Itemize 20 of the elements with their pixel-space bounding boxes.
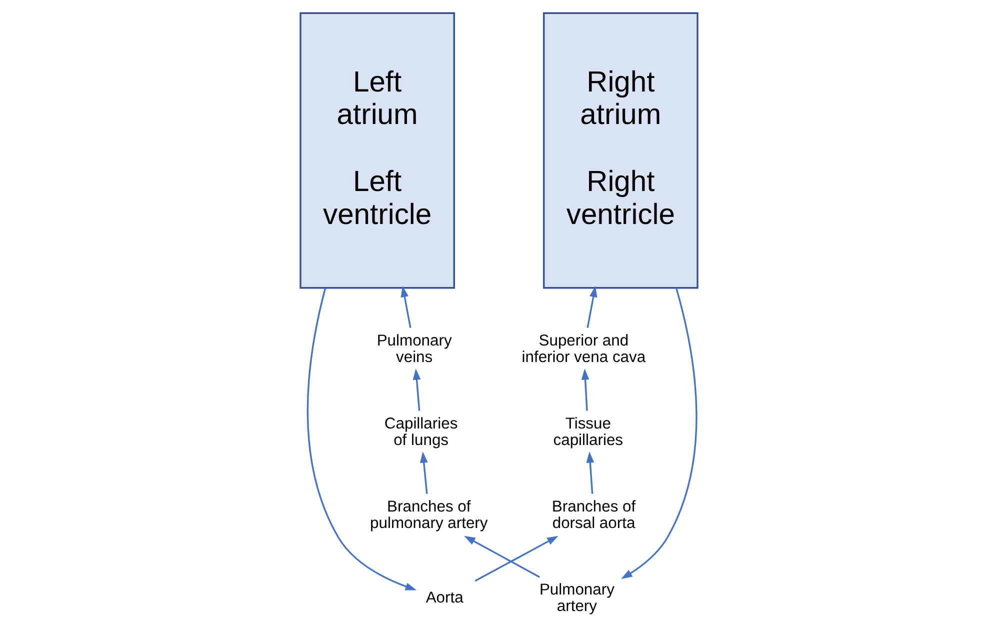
arrow bbox=[474, 536, 558, 582]
node-text: Branches of pulmonary artery bbox=[370, 498, 488, 532]
arrow bbox=[586, 286, 597, 328]
node-box: Right atrium Right ventricle bbox=[542, 12, 698, 289]
node-text: Aorta bbox=[425, 590, 463, 607]
arrow bbox=[306, 288, 416, 590]
node-box: Left atrium Left ventricle bbox=[299, 12, 454, 289]
node-text: Pulmonary artery bbox=[538, 581, 614, 616]
arrow bbox=[620, 288, 697, 579]
arrow bbox=[412, 368, 420, 411]
arrow bbox=[400, 286, 411, 328]
arrow bbox=[586, 452, 594, 494]
arrow bbox=[419, 452, 428, 494]
node-text: Branches of dorsal aorta bbox=[551, 498, 636, 532]
node-text: Superior and inferior vena cava bbox=[521, 332, 646, 366]
node-text: Tissue capillaries bbox=[552, 415, 623, 450]
arrow bbox=[464, 536, 540, 578]
arrow bbox=[580, 368, 589, 411]
node-text: Pulmonary veins bbox=[376, 332, 452, 366]
node-text: Capillaries of lungs bbox=[384, 415, 458, 450]
